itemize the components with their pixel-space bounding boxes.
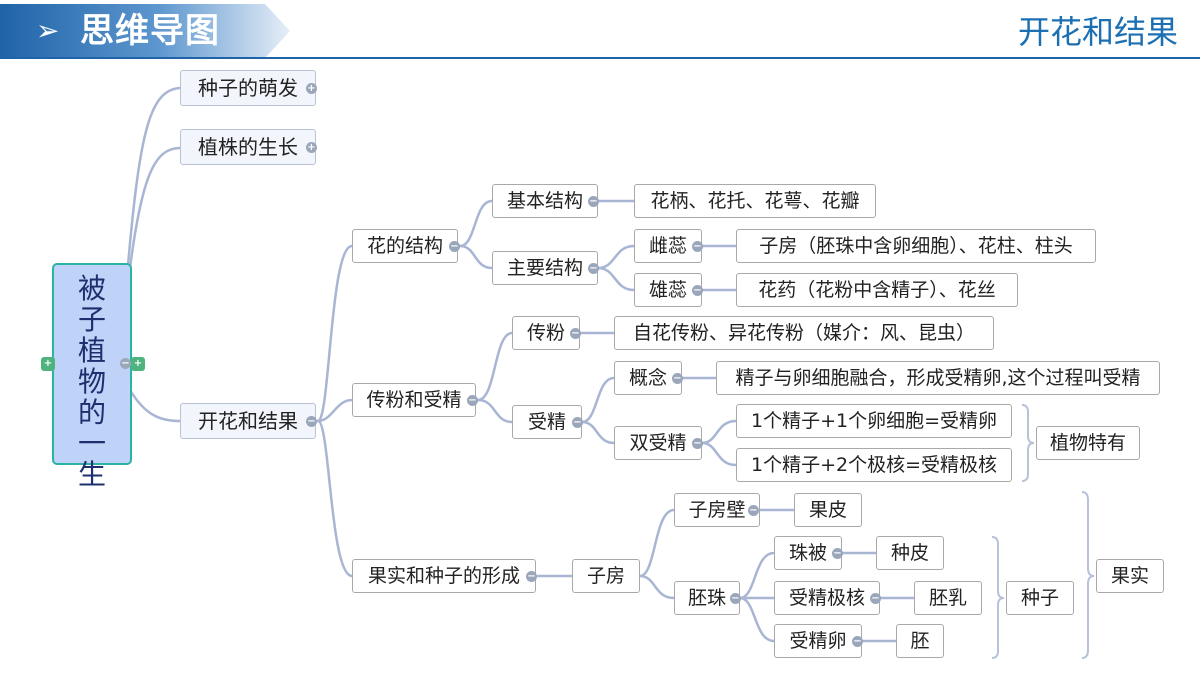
bracket-fruit (1081, 491, 1095, 659)
root-label: 被子植物的一生 (77, 272, 106, 491)
expand-icon[interactable]: + (306, 142, 317, 153)
node-integument[interactable]: 珠被 (774, 536, 842, 570)
collapse-icon[interactable]: − (572, 417, 583, 428)
collapse-icon[interactable]: − (692, 241, 703, 252)
root-node[interactable]: 被子植物的一生 (52, 263, 132, 490)
node-pistil[interactable]: 雌蕊 (634, 229, 702, 263)
node-ovary[interactable]: 子房 (572, 559, 640, 593)
collapse-icon[interactable]: − (467, 395, 478, 406)
header-banner (0, 4, 290, 58)
expand-icon[interactable]: + (306, 83, 317, 94)
collapse-icon[interactable]: − (120, 358, 131, 369)
collapse-icon[interactable]: − (588, 263, 599, 274)
node-stamen[interactable]: 雄蕊 (634, 273, 702, 307)
collapse-icon[interactable]: − (748, 505, 759, 516)
node-pistil-parts[interactable]: 子房（胚珠中含卵细胞）、花柱、柱头 (736, 229, 1096, 263)
node-stamen-parts[interactable]: 花药（花粉中含精子）、花丝 (736, 273, 1018, 307)
node-fertilization[interactable]: 受精 (512, 405, 582, 439)
node-fertilized-polar[interactable]: 受精极核 (774, 581, 880, 615)
node-pollination[interactable]: 传粉 (512, 316, 580, 350)
edge-ff-pollfert (316, 398, 354, 423)
node-fertilized-egg[interactable]: 受精卵 (774, 624, 862, 658)
header-divider (0, 57, 1200, 59)
node-concept-text[interactable]: 精子与卵细胞融合，形成受精卵,这个过程叫受精 (716, 361, 1160, 395)
collapse-icon[interactable]: − (306, 416, 317, 427)
bracket-seed (991, 536, 1005, 659)
node-fruit-seed-formation[interactable]: 果实和种子的形成 (352, 559, 536, 593)
node-pericarp[interactable]: 果皮 (794, 493, 862, 527)
bracket-plant-unique (1021, 404, 1035, 482)
arrow-icon: ➢ (36, 14, 60, 47)
edge-root-seed (126, 86, 182, 267)
collapse-icon[interactable]: − (672, 373, 683, 384)
node-seed-coat[interactable]: 种皮 (876, 536, 944, 570)
node-flower-fruit[interactable]: 开花和结果 (180, 403, 316, 439)
collapse-icon[interactable]: − (692, 438, 703, 449)
node-main-structure[interactable]: 主要结构 (492, 251, 598, 285)
edge-root-flowerfruit (128, 388, 182, 423)
collapse-icon[interactable]: − (692, 285, 703, 296)
collapse-icon[interactable]: − (570, 328, 581, 339)
collapse-icon[interactable]: − (832, 548, 843, 559)
collapse-icon[interactable]: − (852, 636, 863, 647)
node-df-polar[interactable]: 1个精子+2个极核=受精极核 (736, 448, 1012, 482)
node-basic-parts[interactable]: 花柄、花托、花萼、花瓣 (634, 184, 876, 218)
expand-right-icon[interactable]: + (131, 357, 145, 371)
node-pollination-types[interactable]: 自花传粉、异花传粉（媒介：风、昆虫） (614, 316, 994, 350)
node-basic-structure[interactable]: 基本结构 (492, 184, 598, 218)
collapse-icon[interactable]: − (730, 593, 741, 604)
edge-ff-formation (316, 419, 354, 578)
chapter-title: 开花和结果 (1017, 13, 1178, 51)
node-fruit[interactable]: 果实 (1096, 559, 1164, 593)
node-endosperm[interactable]: 胚乳 (914, 581, 982, 615)
collapse-icon[interactable]: − (870, 593, 881, 604)
node-pollination-fertilization[interactable]: 传粉和受精 (352, 383, 476, 417)
edge-ff-structure (316, 244, 354, 423)
node-ovary-wall[interactable]: 子房壁 (674, 493, 760, 527)
node-plant-growth[interactable]: 植株的生长 (180, 129, 316, 165)
expand-left-icon[interactable]: + (41, 357, 55, 371)
node-concept[interactable]: 概念 (614, 361, 682, 395)
node-seed[interactable]: 种子 (1006, 581, 1074, 615)
page-title: 思维导图 (80, 11, 220, 51)
collapse-icon[interactable]: − (588, 196, 599, 207)
node-df-egg[interactable]: 1个精子+1个卵细胞=受精卵 (736, 404, 1012, 438)
node-embryo[interactable]: 胚 (896, 624, 944, 658)
edge-root-growth (128, 146, 182, 270)
node-plant-unique[interactable]: 植物特有 (1036, 426, 1140, 460)
collapse-icon[interactable]: − (449, 241, 460, 252)
collapse-icon[interactable]: − (526, 571, 537, 582)
node-flower-structure[interactable]: 花的结构 (352, 229, 458, 263)
node-seed-germination[interactable]: 种子的萌发 (180, 70, 316, 106)
node-double-fertilization[interactable]: 双受精 (614, 426, 702, 460)
